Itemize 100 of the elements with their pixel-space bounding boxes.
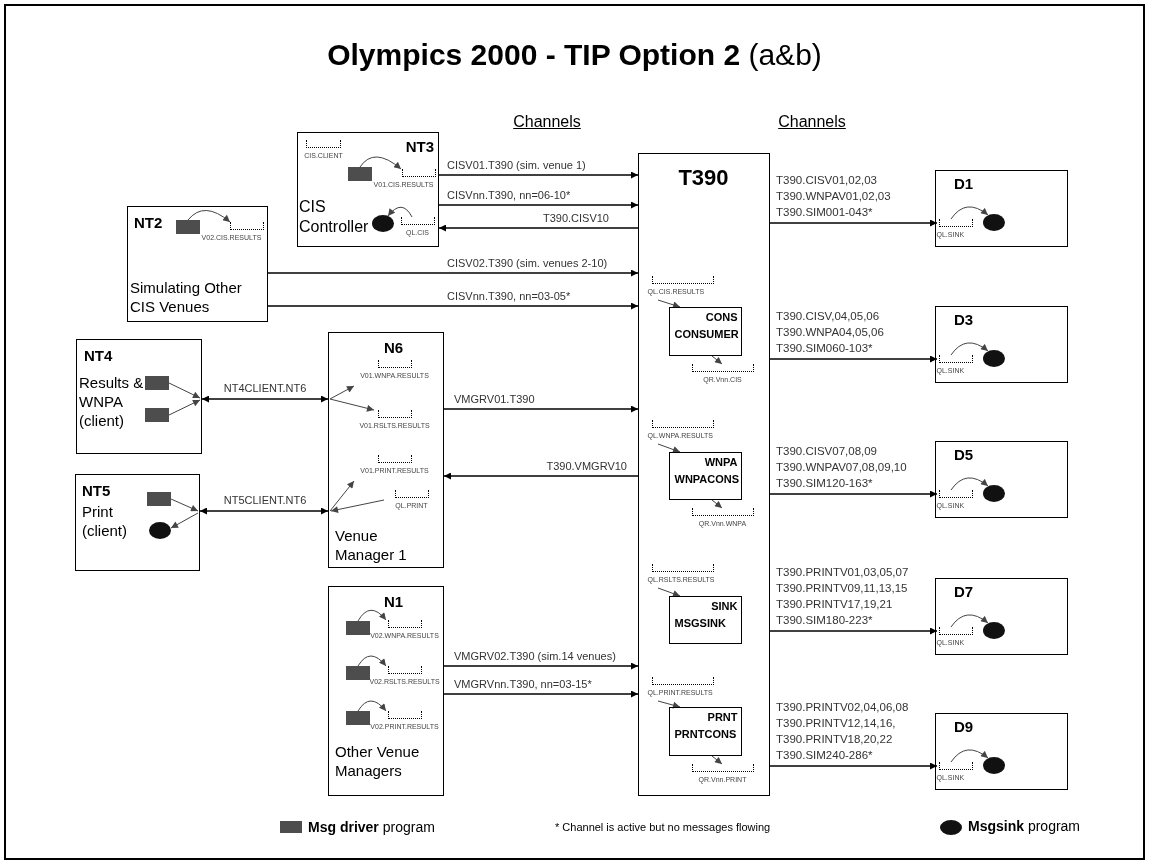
host-box [638, 153, 770, 796]
program-name: PRNTCONS [674, 727, 738, 742]
channel-arrow [267, 302, 639, 310]
arrow [711, 499, 723, 509]
arrow [359, 156, 402, 170]
sink-oval [148, 521, 171, 539]
channel-label: T390.PRINTV02,04,06,08 T390.PRINTV12,14,16, T390.PRINTV18,20,22 T390.SIM240-286* [776, 700, 909, 763]
channel-arrow [199, 507, 329, 515]
program-name: WNPACONS [674, 472, 741, 487]
channel-label: NT4CLIENT.NT6 [222, 382, 308, 395]
channel-label: T390.CISV07,08,09 T390.WNPAV07,08,09,10 T390.SIM120-163* [776, 444, 907, 491]
channel-label: T390.PRINTV01,03,05,07 T390.PRINTV09,11,13,15 T390.PRINTV17,19,21 T390.SIM180-223* [776, 565, 909, 628]
channel-arrow [438, 171, 639, 179]
system-name: D7 [954, 583, 975, 602]
channel-label: CISVnn.T390, nn=06-10* [446, 189, 572, 202]
arrow [657, 443, 681, 453]
sink-oval [982, 756, 1005, 774]
system-role: Results & WNPA (client) [79, 374, 145, 431]
arrow [357, 609, 387, 622]
program-box [668, 706, 742, 756]
footnote: * Channel is active but no messages flowing [555, 821, 771, 833]
program-tag: CONS [671, 310, 738, 325]
system-role: Venue Manager 1 [335, 527, 408, 565]
channel-arrow [443, 662, 639, 670]
legend-label: Msgsink program [968, 818, 1081, 834]
sink-oval [982, 621, 1005, 639]
program-tag: SINK [671, 599, 738, 614]
system-name: N1 [384, 593, 405, 612]
channel-arrow [201, 395, 329, 403]
arrow [950, 614, 989, 628]
arrow [387, 206, 413, 218]
channel-arrow [769, 627, 938, 635]
system-name: D9 [954, 718, 975, 737]
system-role: Simulating Other CIS Venues [130, 279, 243, 317]
sink-oval [371, 214, 394, 232]
channel-arrow [443, 690, 639, 698]
system-name: D3 [954, 311, 975, 330]
arrow [330, 499, 385, 513]
arrow [711, 755, 723, 765]
system-name: NT5 [82, 482, 112, 501]
channel-arrow [438, 224, 639, 232]
server-box [328, 586, 444, 796]
system-name: T390 [677, 164, 730, 192]
legend-label: Msg driver program [308, 819, 435, 835]
driver-block [144, 375, 169, 390]
system-name: D1 [954, 175, 975, 194]
arrow [657, 587, 681, 597]
arrow [950, 477, 989, 491]
channel-label: VMGRVnn.T390, nn=03-15* [453, 678, 593, 691]
arrow [357, 655, 387, 667]
system-box [935, 441, 1068, 518]
arrow [657, 700, 681, 709]
system-role: CIS Controller [299, 197, 370, 237]
channel-arrow [267, 269, 639, 277]
arrow [950, 342, 989, 356]
channel-arrow [769, 219, 938, 227]
driver-block [175, 219, 200, 234]
arrow [329, 385, 355, 400]
system-box [935, 170, 1068, 247]
column-heading: Channels [778, 113, 846, 131]
channel-label: T390.VMGRV10 [545, 460, 628, 473]
channel-arrow [769, 762, 938, 770]
server-box [127, 206, 268, 322]
driver-block [347, 166, 372, 181]
program-box [668, 306, 742, 356]
channel-label: CISVnn.T390, nn=03-05* [446, 290, 572, 303]
channel-arrow [769, 355, 938, 363]
channel-label: CISV01.T390 (sim. venue 1) [446, 159, 587, 172]
arrow [168, 399, 201, 416]
system-name: D5 [954, 446, 975, 465]
program-tag: WNPA [671, 455, 738, 470]
arrow [950, 206, 989, 220]
system-name: NT3 [404, 138, 434, 157]
driver-block [345, 710, 370, 725]
channel-label: NT5CLIENT.NT6 [222, 494, 308, 507]
driver-block [146, 491, 171, 506]
system-name: NT4 [84, 347, 114, 366]
system-name: NT2 [134, 214, 164, 233]
arrow [357, 700, 387, 712]
system-role: Print (client) [82, 503, 128, 541]
arrow [950, 749, 989, 763]
channel-label: VMGRV01.T390 [453, 393, 536, 406]
arrow [657, 299, 681, 309]
channel-arrow [769, 490, 938, 498]
program-tag: PRNT [671, 710, 738, 725]
system-box [935, 578, 1068, 655]
client-box [75, 474, 200, 571]
driver-block [144, 407, 169, 422]
channel-label: VMGRV02.T390 (sim.14 venues) [453, 650, 617, 663]
sink-oval [982, 213, 1005, 231]
sink-oval [982, 349, 1005, 367]
server-box [328, 332, 444, 568]
title: Olympics 2000 - TIP Option 2 (a&b) [326, 38, 823, 72]
channel-label: T390.CISV,04,05,06 T390.WNPA04,05,06 T390.SIM060-103* [776, 309, 884, 356]
channel-label: T390.CISV01,02,03 T390.WNPAV01,02,03 T390.SIM001-043* [776, 173, 891, 220]
driver-block [345, 620, 370, 635]
arrow [329, 398, 375, 412]
system-name: N6 [384, 339, 405, 358]
system-role: Other Venue Managers [335, 743, 421, 781]
sink-oval [982, 484, 1005, 502]
